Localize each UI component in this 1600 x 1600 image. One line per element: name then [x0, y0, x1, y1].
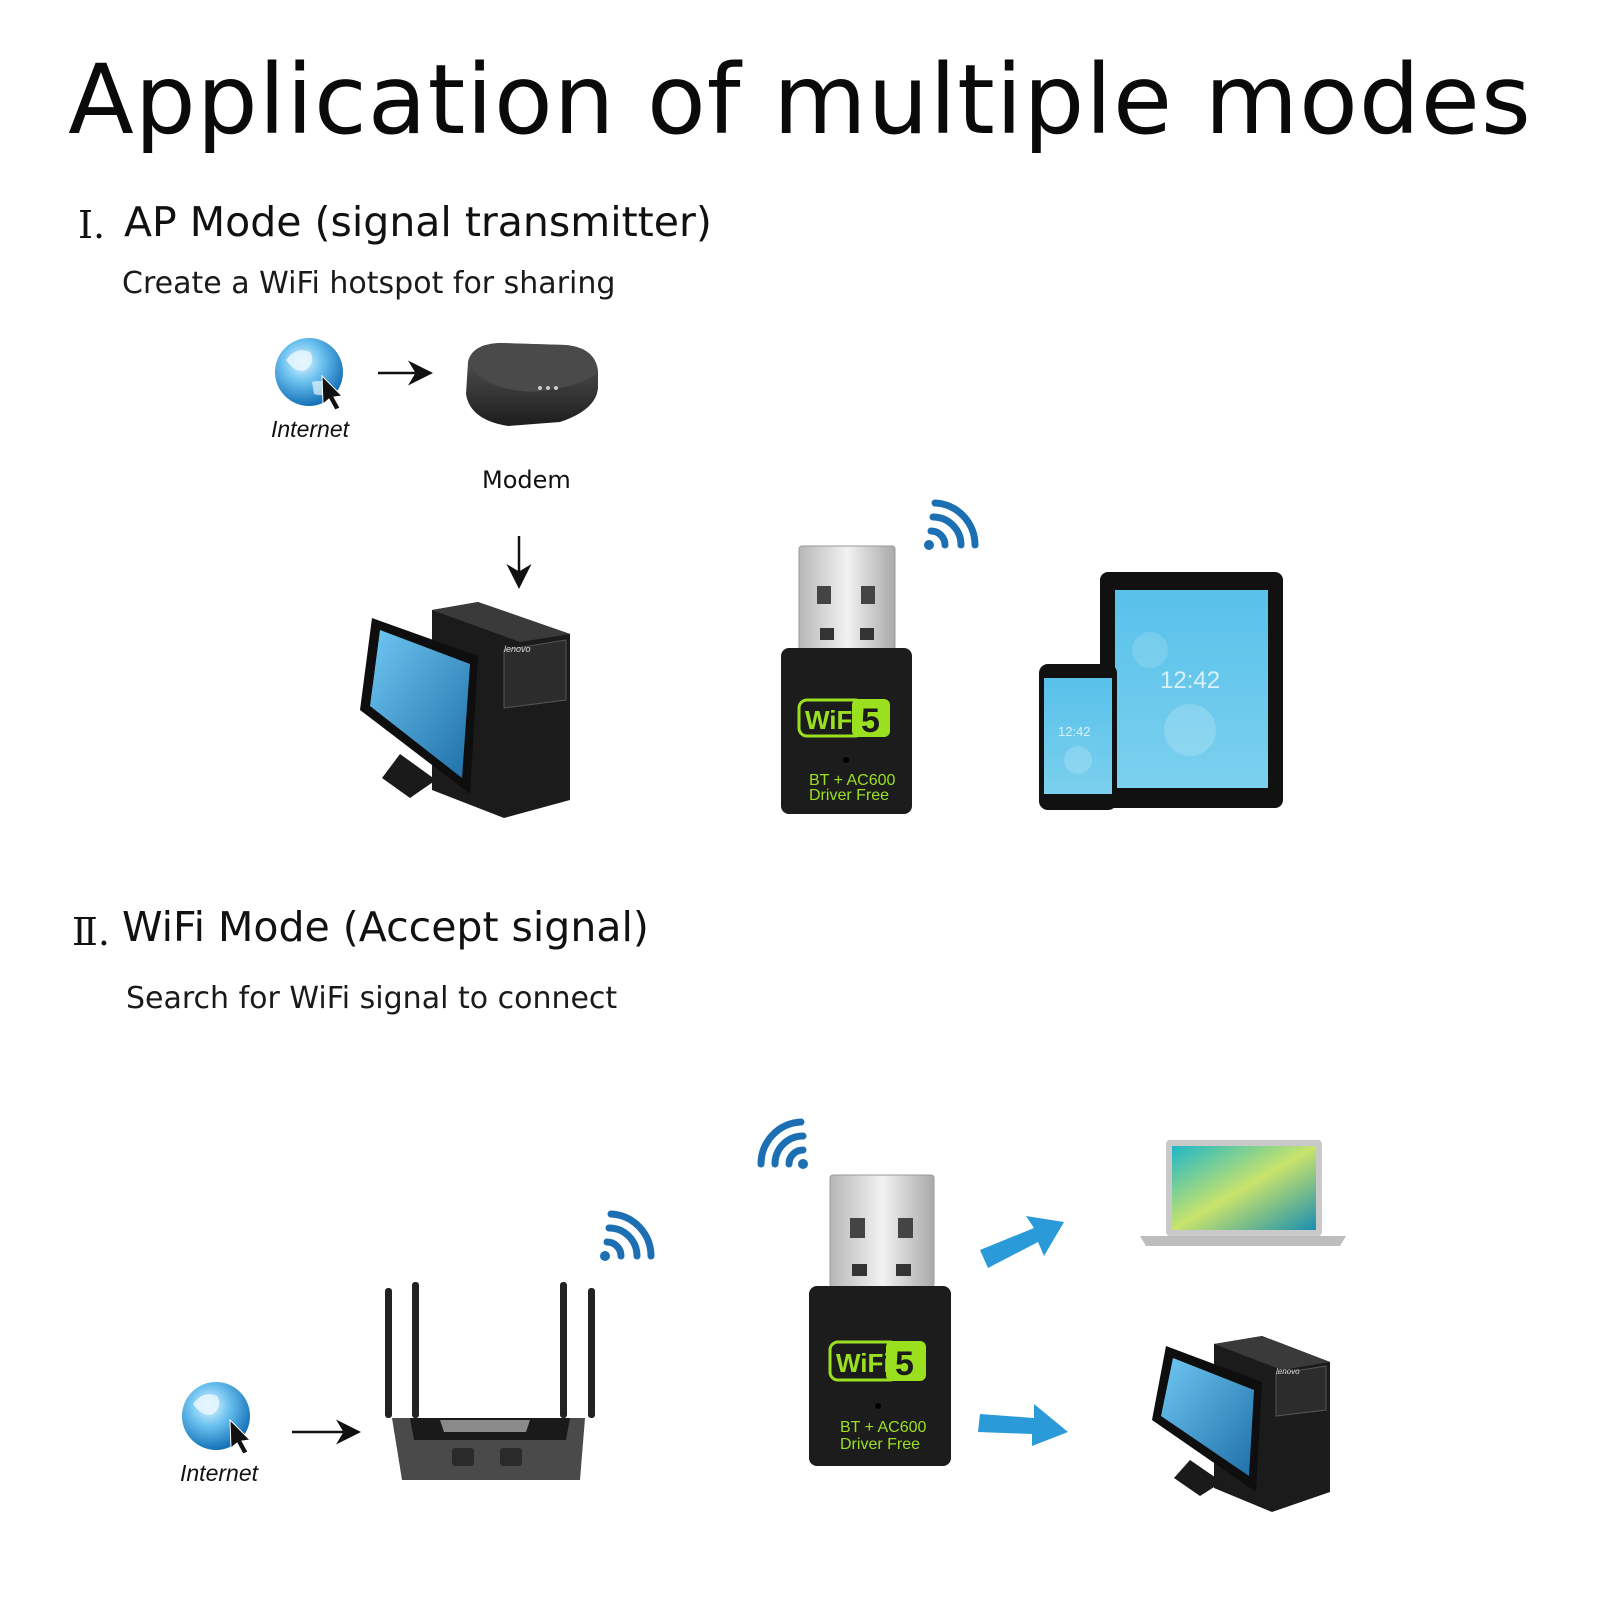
dongle-line1: BT + AC600: [840, 1419, 927, 1436]
dongle-wifi-text: WiFi: [805, 705, 860, 735]
dongle-line2: Driver Free: [809, 787, 889, 804]
pc-brand: lenovo: [1276, 1367, 1300, 1376]
tablet-device: 12:42: [1100, 572, 1283, 808]
phone-clock: 12:42: [1058, 724, 1091, 739]
pc-brand: lenovo: [504, 644, 531, 654]
cursor-icon: [321, 374, 344, 411]
usb-wifi-dongle: WiFi 5 BT + AC600 Driver Free: [809, 1174, 951, 1466]
dongle-line1: BT + AC600: [809, 772, 896, 789]
section2-numeral: Ⅱ.: [72, 910, 110, 954]
dongle-line2: Driver Free: [840, 1436, 920, 1453]
dongle-wifi-text: WiFi: [836, 1348, 891, 1378]
usb-wifi-dongle: WiFi 5 BT + AC600 Driver Free: [781, 545, 912, 814]
section1-internet-label: Internet: [271, 416, 349, 442]
section1-subtitle: Create a WiFi hotspot for sharing: [122, 266, 616, 301]
section1-heading: AP Mode (signal transmitter): [124, 198, 712, 246]
modem-label: Modem: [482, 466, 571, 494]
desktop-computer: lenovo: [360, 602, 570, 818]
router-device: [385, 1282, 595, 1480]
wifi-signal-icon: [600, 1210, 655, 1261]
tablet-clock: 12:42: [1160, 667, 1220, 694]
wifi-signal-icon: [924, 499, 979, 550]
phone-device: 12:42: [1039, 664, 1117, 810]
wifi-signal-icon: [757, 1118, 808, 1169]
dongle-number: 5: [861, 702, 880, 740]
section1-numeral: Ⅰ.: [78, 203, 106, 247]
cursor-icon: [229, 1418, 252, 1455]
section2-internet-label: Internet: [180, 1460, 258, 1486]
arrow-icon: [980, 1216, 1064, 1268]
page-title: Application of multiple modes: [68, 44, 1532, 156]
arrow-icon: [978, 1404, 1068, 1446]
laptop-device: [1140, 1140, 1346, 1246]
modem-device: [466, 343, 598, 426]
section2-subtitle: Search for WiFi signal to connect: [126, 981, 618, 1016]
desktop-computer: lenovo: [1152, 1336, 1330, 1512]
dongle-number: 5: [895, 1345, 914, 1383]
section2-heading: WiFi Mode (Accept signal): [122, 903, 649, 951]
